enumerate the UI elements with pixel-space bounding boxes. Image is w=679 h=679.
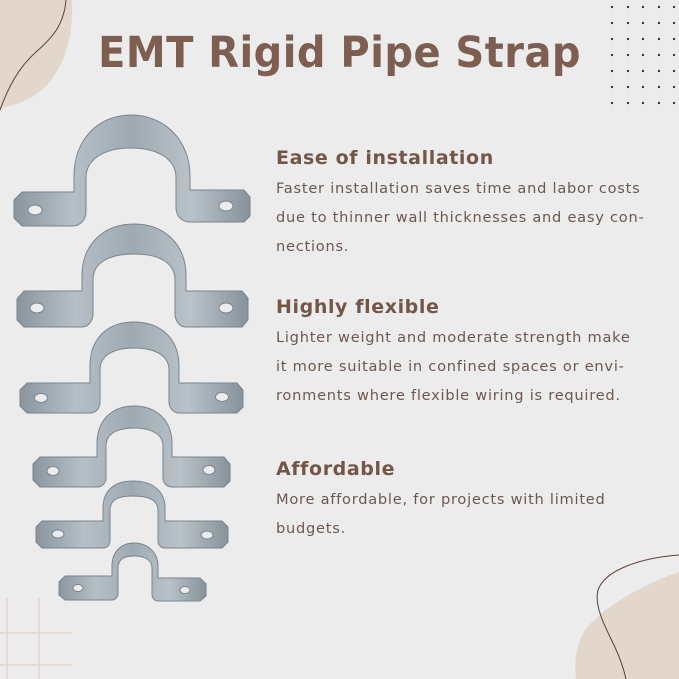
strap-1 xyxy=(13,114,251,227)
feature-body: More affordable, for projects with limit… xyxy=(276,491,606,537)
feature-heading: Highly flexible xyxy=(276,296,440,318)
pipe-straps-image xyxy=(13,114,251,602)
feature-highly-flexible: Highly flexible Lighter weight and moder… xyxy=(276,295,676,410)
top-left-blob xyxy=(0,0,73,108)
feature-ease-of-installation: Ease of installation Faster installation… xyxy=(276,146,676,261)
bottom-right-blob xyxy=(575,572,679,679)
feature-body: Lighter weight and moderate strength mak… xyxy=(276,329,631,404)
page-title: EMT Rigid Pipe Strap xyxy=(98,28,582,78)
bottom-right-curve-line xyxy=(596,554,679,679)
feature-heading: Affordable xyxy=(276,458,396,480)
strap-6 xyxy=(58,542,207,602)
feature-body: Faster installation saves time and labor… xyxy=(276,180,645,255)
strap-5 xyxy=(35,480,229,549)
strap-4 xyxy=(32,405,231,488)
dot-grid xyxy=(610,5,676,105)
feature-affordable: Affordable More affordable, for projects… xyxy=(276,457,676,543)
top-left-curve-line xyxy=(0,0,67,111)
strap-2 xyxy=(16,223,249,328)
feature-heading: Ease of installation xyxy=(276,147,494,169)
strap-3 xyxy=(19,321,244,414)
bottom-left-grid xyxy=(0,598,72,679)
